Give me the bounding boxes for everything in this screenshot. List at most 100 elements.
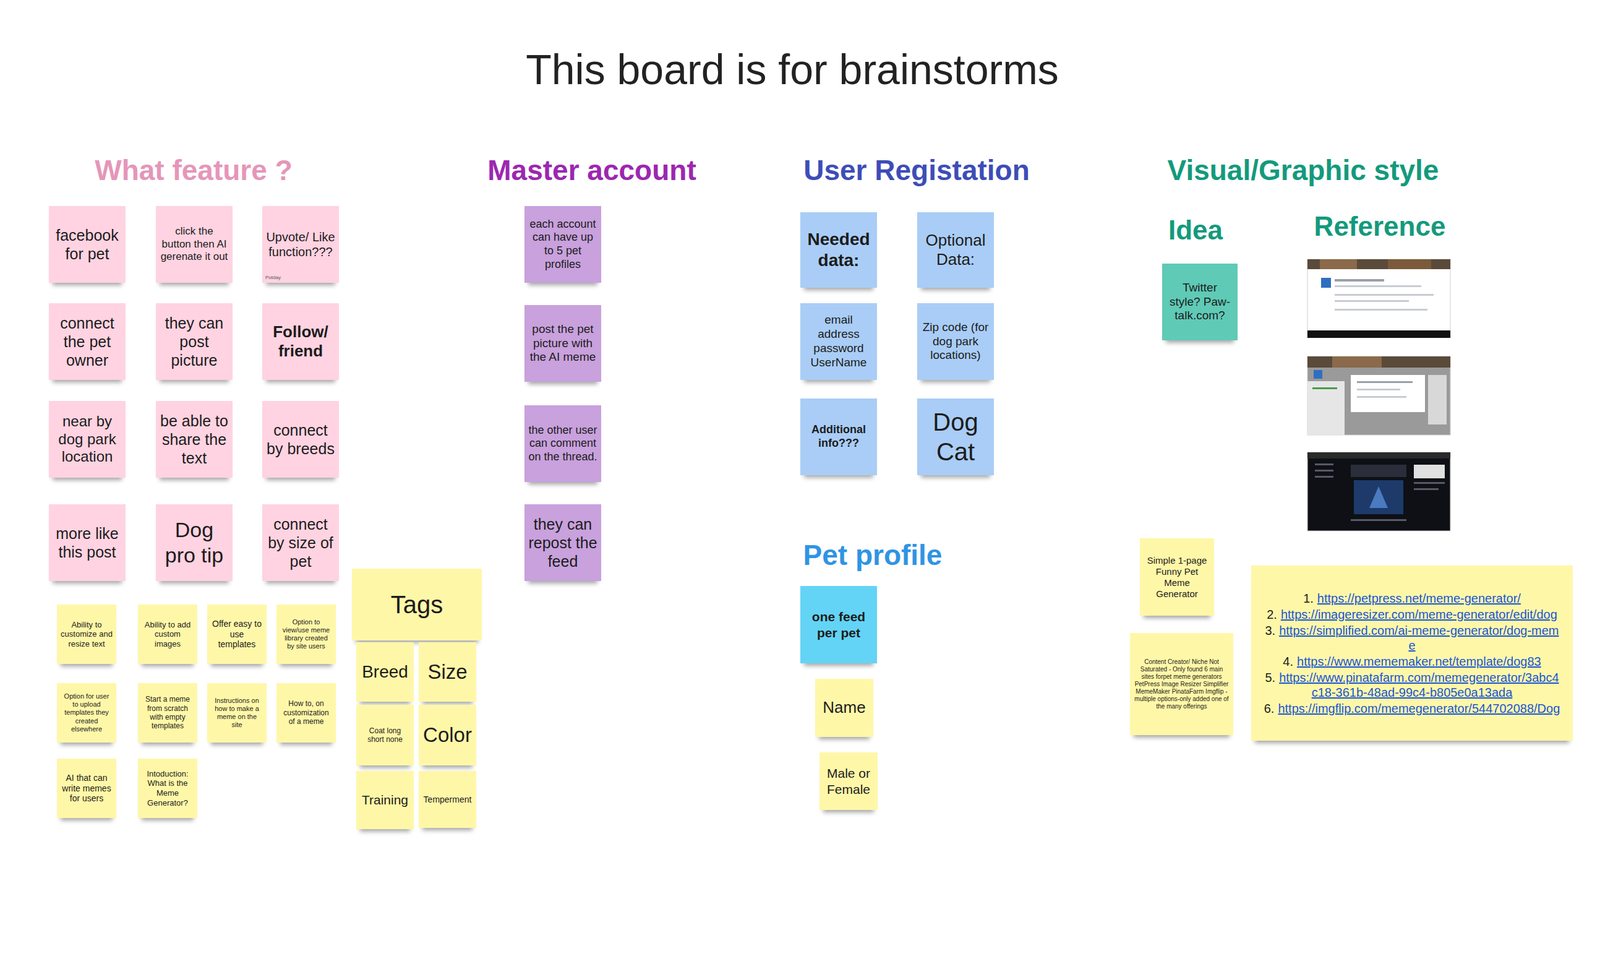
sticky-note: Color — [418, 704, 477, 766]
note-text: Additional info??? — [804, 423, 874, 450]
list-number: 6. — [1264, 701, 1275, 715]
note-text: the other user can comment on the thread… — [528, 423, 598, 464]
sticky-note: Optional Data: — [917, 212, 994, 288]
note-text: Zip code (for dog park locations) — [920, 320, 991, 363]
sticky-note: Ability to add custom images — [137, 604, 198, 664]
note-text: Breed — [359, 661, 411, 683]
sticky-note: Intoduction: What is the Meme Generator? — [137, 758, 198, 818]
note-text: connect by size of pet — [265, 514, 336, 571]
sticky-note: Name — [815, 678, 874, 737]
note-text: Offer easy to use templates — [210, 618, 263, 650]
section-heading: Visual/Graphic style — [1167, 153, 1440, 187]
note-text: Ability to add custom images — [141, 619, 194, 649]
note-text: facebook for pet — [52, 225, 122, 263]
note-text: one feed per pet — [804, 608, 874, 640]
screenshot — [1307, 356, 1451, 435]
section-heading: Pet profile — [803, 538, 943, 572]
sticky-note: Twitter style? Paw-talk.com? — [1162, 263, 1238, 341]
note-text: How to, on customization of a meme — [280, 698, 333, 726]
link-url: https://imgflip.com/memegenerator/544702… — [1277, 701, 1560, 715]
author-tag: Potday — [265, 274, 281, 281]
link-url: https://petpress.net/meme-generator/ — [1317, 591, 1521, 605]
section-heading: Master account — [487, 153, 696, 187]
sticky-note: post the pet picture with the AI meme — [524, 304, 602, 382]
sticky-note: Coat long short none — [356, 704, 414, 766]
list-item: 4.https://www.mememaker.net/template/dog… — [1262, 653, 1562, 669]
note-text: post the pet picture with the AI meme — [528, 322, 598, 365]
list-number: 1. — [1303, 591, 1314, 605]
note-text: Twitter style? Paw-talk.com? — [1165, 280, 1234, 323]
link-url: https://www.mememaker.net/template/dog83 — [1296, 654, 1542, 668]
note-text: Dog pro tip — [159, 517, 229, 568]
section-heading: Idea — [1168, 214, 1223, 246]
sticky-note: Option for user to upload templates they… — [56, 682, 117, 743]
note-text: connect the pet owner — [52, 313, 122, 370]
section-heading: Reference — [1314, 210, 1446, 242]
sticky-note: Dog Cat — [917, 398, 994, 475]
sticky-note: Male or Female — [819, 752, 878, 810]
sticky-note: one feed per pet — [800, 585, 878, 664]
note-text: Option for user to upload templates they… — [60, 692, 113, 733]
sticky-note: 1.https://petpress.net/meme-generator/2.… — [1251, 565, 1573, 741]
note-text: Tags — [355, 589, 479, 620]
sticky-note: Zip code (for dog park locations) — [917, 303, 994, 380]
sticky-note: more like this post — [48, 504, 126, 581]
sticky-note: click the button then AI gerenate it out — [155, 205, 233, 283]
link-url: https://simplified.com/ai-meme-generator… — [1279, 623, 1559, 652]
sticky-note: email address password UserName — [800, 303, 878, 380]
sticky-note: Instructions on how to make a meme on th… — [207, 682, 267, 743]
note-text: Instructions on how to make a meme on th… — [210, 696, 263, 730]
sticky-note: Dog pro tip — [155, 504, 233, 581]
sticky-note: Temperment — [418, 770, 477, 828]
note-text: Ability to customize and resize text — [60, 619, 113, 649]
sticky-note: Simple 1-page Funny Pet Meme Generator — [1139, 538, 1215, 616]
section-heading: What feature ? — [94, 153, 292, 187]
list-number: 2. — [1266, 607, 1278, 621]
note-text: Follow/ friend — [265, 322, 336, 361]
list-item: 6.https://imgflip.com/memegenerator/5447… — [1262, 700, 1562, 716]
sticky-note: be able to share the text — [155, 400, 233, 478]
sticky-note: Content Creator/ Niche Not Saturated - O… — [1129, 632, 1234, 735]
screenshot — [1307, 259, 1451, 338]
sticky-note: Start a meme from scratch with empty tem… — [137, 682, 198, 743]
sticky-note: they can post picture — [155, 303, 233, 380]
note-text: Simple 1-page Funny Pet Meme Generator — [1143, 554, 1211, 600]
sticky-note: connect by size of pet — [262, 504, 339, 581]
note-text: Male or Female — [823, 765, 874, 796]
note-text: they can repost the feed — [528, 514, 598, 571]
note-text: Size — [422, 659, 473, 685]
sticky-note: facebook for pet — [48, 205, 126, 283]
sticky-note: Upvote/ Like function??? Potday — [262, 205, 339, 283]
sticky-note: Needed data: — [800, 212, 878, 288]
sticky-note: near by dog park location — [48, 400, 126, 478]
list-item: 1.https://petpress.net/meme-generator/ — [1262, 590, 1562, 606]
note-text: Temperment — [422, 794, 473, 805]
note-text: near by dog park location — [52, 412, 122, 466]
note-text: Training — [359, 791, 411, 808]
note-text: more like this post — [52, 523, 122, 561]
note-text: Name — [818, 697, 870, 717]
note-text: each account can have up to 5 pet profil… — [528, 217, 598, 271]
sticky-note: Follow/ friend — [262, 303, 339, 380]
sticky-note: Option to view/use meme library created … — [276, 604, 336, 664]
sticky-note: connect the pet owner — [48, 303, 126, 380]
sticky-note: connect by breeds — [262, 400, 339, 478]
note-text: be able to share the text — [159, 411, 229, 467]
link-url: https://www.pinatafarm.com/memegenerator… — [1279, 670, 1559, 699]
note-text: email address password UserName — [804, 312, 874, 370]
note-text: Content Creator/ Niche Not Saturated - O… — [1133, 658, 1230, 711]
list-number: 3. — [1264, 623, 1276, 638]
sticky-note: Size — [418, 641, 477, 702]
note-text: they can post picture — [159, 313, 229, 370]
note-text: Optional Data: — [920, 230, 991, 270]
list-item: 2.https://imageresizer.com/meme-generato… — [1262, 606, 1562, 622]
note-text: Intoduction: What is the Meme Generator? — [141, 768, 194, 808]
sticky-note: each account can have up to 5 pet profil… — [524, 205, 602, 283]
sticky-note: Ability to customize and resize text — [56, 604, 117, 664]
sticky-note: AI that can write memes for users — [56, 758, 117, 818]
note-text: Upvote/ Like function??? — [265, 229, 336, 260]
sticky-note: Breed — [356, 641, 414, 702]
note-text: Coat long short none — [359, 726, 411, 745]
